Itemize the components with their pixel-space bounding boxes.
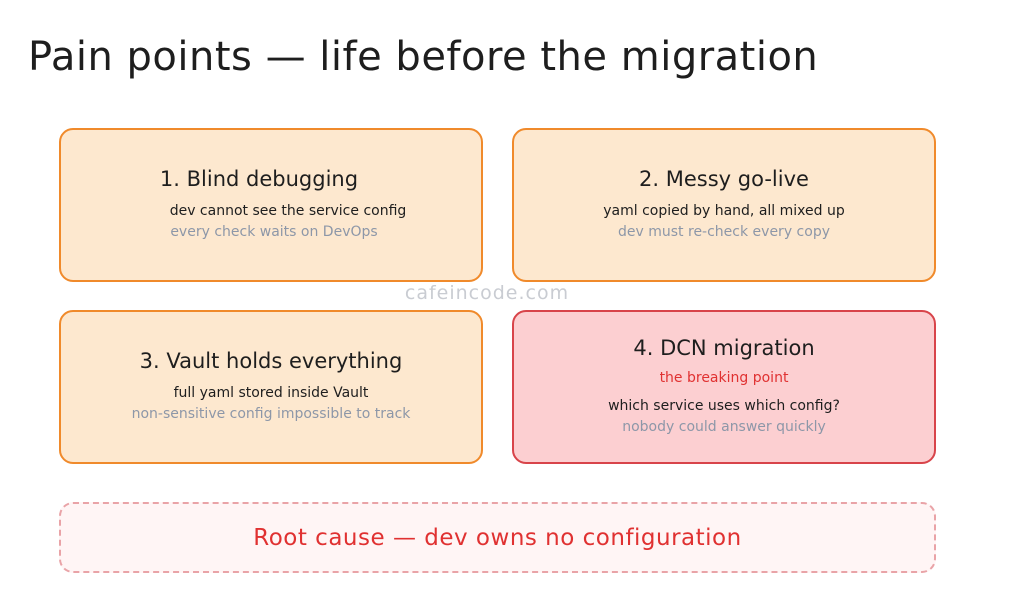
pain-point-card-dcn-migration: 4. DCN migration the breaking point whic…: [512, 310, 936, 464]
card-note: nobody could answer quickly: [622, 419, 826, 435]
card-title: 3. Vault holds everything: [139, 349, 403, 373]
card-description: dev cannot see the service config: [169, 203, 407, 219]
card-note: every check waits on DevOps: [170, 224, 378, 240]
card-note: dev must re-check every copy: [618, 224, 830, 240]
breaking-point-tag: the breaking point: [659, 370, 789, 386]
card-description: which service uses which config?: [608, 398, 840, 414]
card-description: yaml copied by hand, all mixed up: [603, 203, 845, 219]
page-title: Pain points — life before the migration: [28, 34, 819, 80]
pain-point-card-vault-holds-everything: 3. Vault holds everything full yaml stor…: [59, 310, 483, 464]
card-title: 4. DCN migration: [633, 336, 815, 360]
pain-point-card-messy-go-live: 2. Messy go-live yaml copied by hand, al…: [512, 128, 936, 282]
pain-point-card-blind-debugging: 1. Blind debugging dev cannot see the se…: [59, 128, 483, 282]
card-description: full yaml stored inside Vault: [173, 385, 369, 401]
card-title: 2. Messy go-live: [639, 167, 809, 191]
card-note: non-sensitive config impossible to track: [131, 406, 411, 422]
root-cause-box: Root cause — dev owns no configuration: [59, 502, 936, 573]
root-cause-text: Root cause — dev owns no configuration: [253, 524, 742, 551]
watermark: cafeincode.com: [404, 282, 570, 304]
card-title: 1. Blind debugging: [159, 167, 359, 191]
